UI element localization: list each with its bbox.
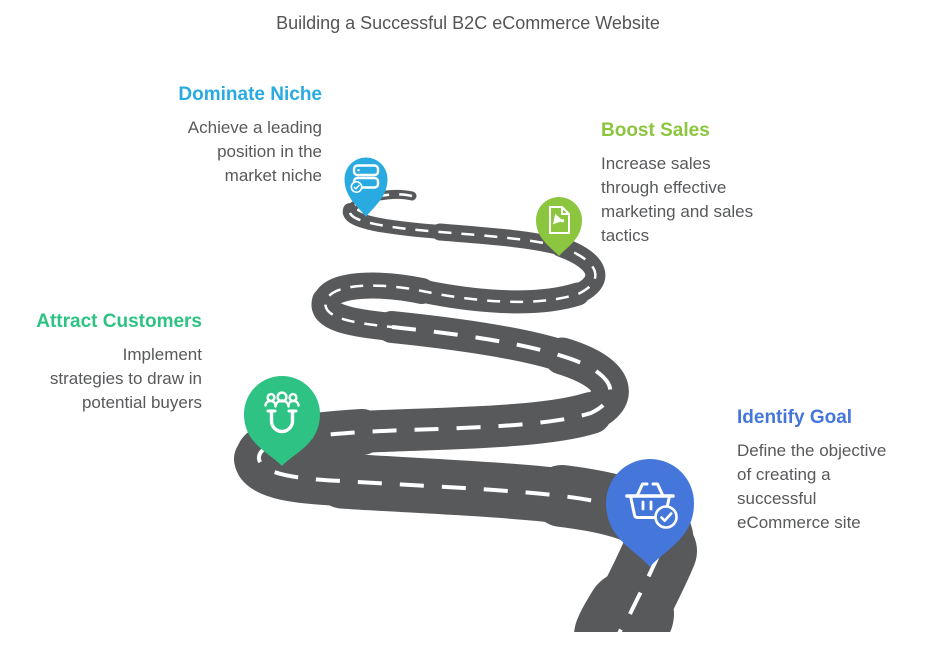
milestone-title: Boost Sales xyxy=(601,120,710,141)
marketing-flyer-pin-icon xyxy=(549,206,570,234)
milestone-description: Define the objective of creating a succe… xyxy=(737,441,887,532)
milestone-attract-customers: Attract Customers Implement strategies t… xyxy=(36,311,202,415)
milestone-description: Implement strategies to draw in potentia… xyxy=(49,345,202,412)
milestone-boost-sales: Boost Sales Increase sales through effec… xyxy=(601,120,753,248)
identify-goal-pin xyxy=(606,459,694,567)
milestone-description: Achieve a leading position in the market… xyxy=(187,118,322,185)
milestone-title: Dominate Niche xyxy=(178,84,322,105)
milestone-title: Identify Goal xyxy=(737,407,853,428)
page-title: Building a Successful B2C eCommerce Webs… xyxy=(276,13,660,33)
milestone-description: Increase sales through effective marketi… xyxy=(601,154,754,245)
boost-sales-pin xyxy=(536,197,582,256)
road-centerline-dashes xyxy=(257,193,665,632)
attract-customers-pin xyxy=(244,376,320,466)
pin-body xyxy=(606,459,694,567)
milestone-dominate-niche: Dominate Niche Achieve a leading positio… xyxy=(178,84,322,188)
check-icon xyxy=(660,512,673,522)
magnet-audience-pin-icon xyxy=(264,391,300,434)
pin-body xyxy=(536,197,582,256)
pin-body xyxy=(244,376,320,466)
milestone-title: Attract Customers xyxy=(36,311,202,332)
check-icon xyxy=(353,184,360,190)
milestone-identify-goal: Identify Goal Define the objective of cr… xyxy=(737,407,886,535)
centerline-top xyxy=(324,193,597,329)
check-badge xyxy=(654,505,678,529)
centerline-bottom xyxy=(257,325,665,632)
dominate-niche-pin xyxy=(344,157,388,217)
check-badge xyxy=(350,181,363,193)
